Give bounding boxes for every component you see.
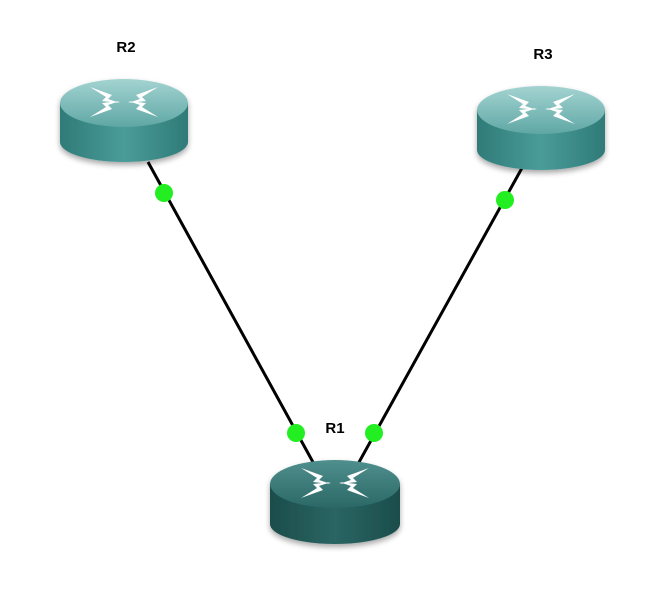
- router-label-r1: R1: [325, 420, 344, 437]
- link-r2-r1[interactable]: [146, 161, 316, 465]
- router-r1[interactable]: [270, 460, 400, 544]
- link-status-dots: [155, 184, 514, 442]
- router-label-r2: R2: [116, 39, 135, 56]
- status-dot-icon: [365, 424, 383, 442]
- status-dot-icon: [287, 424, 305, 442]
- router-label-r3: R3: [533, 46, 552, 63]
- link-r3-r1[interactable]: [356, 167, 524, 465]
- links: [146, 161, 524, 465]
- router-r2[interactable]: [60, 79, 188, 162]
- router-r3[interactable]: [477, 86, 605, 170]
- status-dot-icon: [496, 191, 514, 209]
- status-dot-icon: [155, 184, 173, 202]
